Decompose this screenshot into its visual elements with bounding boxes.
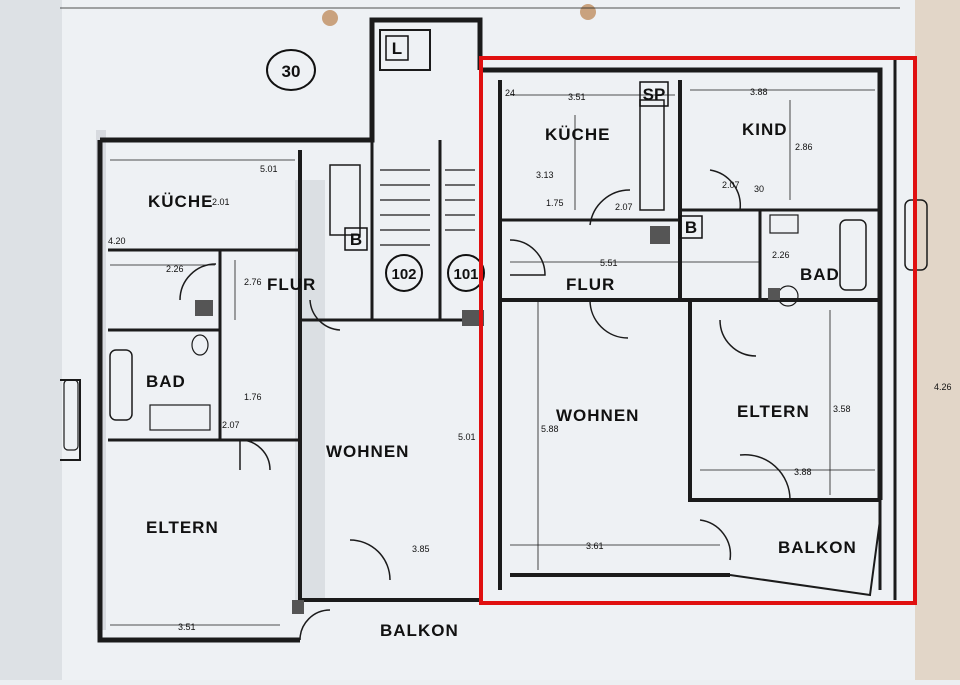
right-room-flur: FLUR <box>566 275 615 294</box>
left-dim-6: 2.07 <box>222 420 240 430</box>
wall-layer <box>60 7 928 643</box>
boxed-labels: B B SP L <box>344 35 703 251</box>
right-dim-5: 5.51 <box>600 258 618 268</box>
left-dim-8: 1.76 <box>244 392 262 402</box>
left-unit-b-label: B <box>350 230 362 249</box>
right-dim-2: 3.88 <box>750 87 768 97</box>
left-room-eltern: ELTERN <box>146 518 219 537</box>
left-dim-9: 4.20 <box>108 236 126 246</box>
left-dim-1: 5.01 <box>260 164 278 174</box>
highlight-rectangle <box>479 56 917 605</box>
right-dim-12: 1.75 <box>546 198 564 208</box>
circled-numbers: 30 102 101 <box>266 49 485 292</box>
right-dim-15: 24 <box>505 88 515 98</box>
left-dim-4: 5.01 <box>458 432 476 442</box>
right-room-bad: BAD <box>800 265 840 284</box>
left-room-flur: FLUR <box>267 275 316 294</box>
left-unit-dimensions: 5.01 2.26 2.01 5.01 3.51 2.07 3.85 1.76 … <box>108 164 476 632</box>
right-unit-sp-label: SP <box>643 85 666 104</box>
left-dim-7: 3.85 <box>412 544 430 554</box>
right-dim-8: 3.88 <box>794 467 812 477</box>
lift-label: L <box>392 39 402 58</box>
right-dim-13: 4.26 <box>934 382 952 392</box>
right-dim-10: 2.07 <box>615 202 633 212</box>
right-dim-6: 5.88 <box>541 424 559 434</box>
left-dim-5: 3.51 <box>178 622 196 632</box>
right-dim-14: 2.26 <box>772 250 790 260</box>
punch-hole-left <box>322 10 338 26</box>
stair-unit-101: 101 <box>453 266 478 283</box>
left-dim-3: 2.01 <box>212 197 230 207</box>
left-room-wohnen: WOHNEN <box>326 442 409 461</box>
paper-left-edge <box>0 0 62 680</box>
right-room-wohnen: WOHNEN <box>556 406 639 425</box>
right-dim-16: 30 <box>754 184 764 194</box>
right-room-balkon: BALKON <box>778 538 857 557</box>
right-room-eltern: ELTERN <box>737 402 810 421</box>
paper-right-edge <box>915 0 960 680</box>
left-room-balkon: BALKON <box>380 621 459 640</box>
right-room-kind: KIND <box>742 120 788 139</box>
right-unit-room-labels: KÜCHE KIND FLUR BAD WOHNEN ELTERN BALKON <box>545 120 857 557</box>
right-dim-4: 2.86 <box>795 142 813 152</box>
left-room-kueche: KÜCHE <box>148 192 213 211</box>
left-unit-room-labels: KÜCHE FLUR BAD WOHNEN ELTERN BALKON <box>146 192 459 640</box>
punch-hole-right <box>580 4 596 20</box>
right-dim-9: 3.61 <box>586 541 604 551</box>
right-unit-dimensions: 3.51 3.88 3.13 2.86 5.51 5.88 3.58 3.88 … <box>505 87 952 551</box>
stair-unit-102: 102 <box>391 266 416 283</box>
left-dim-10: 2.76 <box>244 277 262 287</box>
right-dim-1: 3.51 <box>568 92 586 102</box>
left-dim-2: 2.26 <box>166 264 184 274</box>
right-dim-3: 3.13 <box>536 170 554 180</box>
right-unit-b-label: B <box>685 218 697 237</box>
right-room-kueche: KÜCHE <box>545 125 610 144</box>
shaft-layer <box>195 226 780 614</box>
right-dim-11: 2.07 <box>722 180 740 190</box>
right-dim-7: 3.58 <box>833 404 851 414</box>
plan-number-badge: 30 <box>282 62 301 81</box>
left-room-bad: BAD <box>146 372 186 391</box>
